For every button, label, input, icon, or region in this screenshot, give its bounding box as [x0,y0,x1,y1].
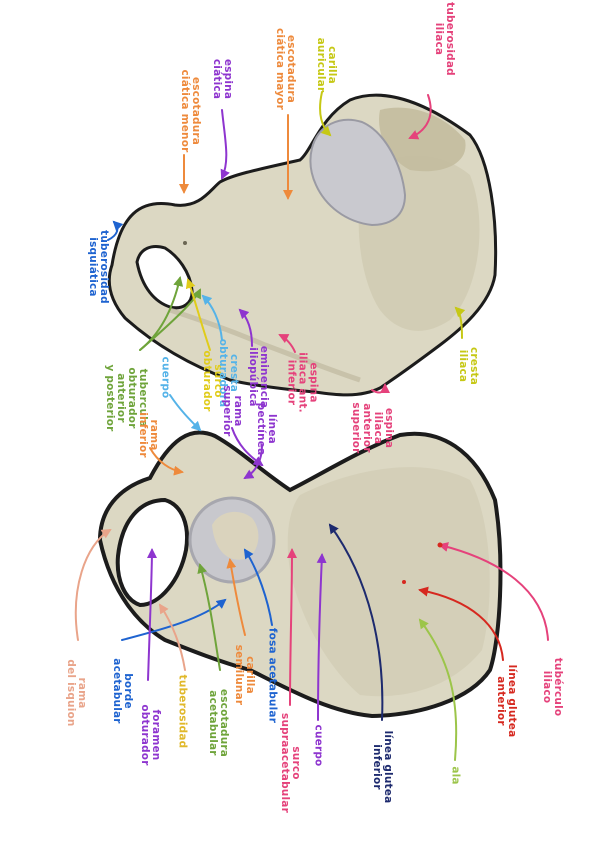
leader-foramen-obturador [146,548,157,681]
label-rama-superior: rama superior [221,385,244,437]
linea-glutea-mark [402,580,406,584]
leader-escotadura-acetabular [197,563,221,671]
label-carilla-semilunar: carilla semilunar [233,644,256,706]
label-tuberculo-iliaco: tubérculo iliaco [541,657,564,717]
iliac-tuberosity-texture [379,107,466,172]
leader-linea-glutea-inferior [328,523,384,721]
leader-rama-inferior [149,447,184,476]
label-linea-pectinea: línea pectínea [255,402,278,456]
label-carilla-auricular: carilla auricular [315,37,338,93]
label-escotadura-ciatica-menor: escotadura ciática menor [179,69,202,153]
label-tuberosidad-isquiatica: tuberosidad isquiática [87,230,110,304]
label-espina-iliaca-ant-sup: espina iliaca anterior superior [350,402,395,454]
acetabular-fossa [212,511,259,560]
leader-tuberculo-iliaco [438,542,549,641]
tuberculo-iliaco-mark [437,542,443,548]
superior-pubic-ramus-top [169,307,361,383]
leader-carilla-auricular [319,91,332,137]
label-rama-isquion: rama del isquion [65,659,88,727]
label-espina-iliaca-ant-inf: espina iliaca ant. inferior [285,352,320,413]
leader-cuerpo-ilion [316,553,327,721]
top-bone-mark [183,241,187,245]
label-cresta-iliaca: cresta iliaca [457,346,480,386]
leader-eminencia-iliopubica [238,308,253,347]
hip-bone-lateral-view [97,430,503,719]
leader-rama-isquion [74,528,112,641]
label-espina-ciatica: espina ciática [211,58,234,100]
label-escotadura-ciatica-mayor: escotadura ciática mayor [274,27,297,111]
label-cuerpo-ilion: cuerpo [312,724,325,767]
leader-carilla-semilunar [226,558,246,636]
leader-cuerpo-pubis [169,394,202,432]
label-borde-acetabular: borde acetabular [111,658,134,724]
label-linea-glutea-anterior: línea glutea anterior [495,664,518,738]
leader-ala [418,618,458,761]
label-ala: ala [449,766,462,785]
hip-bone-medial-view [107,93,498,397]
label-linea-glutea-inferior: línea glutea inferior [371,730,394,804]
tubercle-marks [183,241,443,584]
label-rama-inferior: rama inferior [137,412,160,458]
leader-cresta-iliaca [454,306,466,339]
label-surco-supraacetabular: surco supraacetabular [279,713,302,813]
leader-surco-supraacetabular [286,548,297,706]
leader-borde-acetabular [121,598,227,641]
leader-linea-glutea-anterior [418,586,504,661]
label-tuberosidad: tuberosidad [176,674,189,749]
leader-tuberosidad [158,603,186,671]
leader-fosa-acetabular [243,548,273,626]
label-tuberosidad-iliaca: tuberosidad iliaca [433,2,456,76]
leader-tubercula-obturador-2 [139,288,201,351]
leader-tuberosidad-isquiatica [107,220,124,241]
leader-tuberosidad-iliaca [408,94,432,140]
leader-espina-ciatica [220,109,230,180]
leader-espina-iliaca-ant-inf [278,334,296,353]
leader-cresta-obturadora [201,294,223,341]
leader-espina-iliaca-ant-sup [371,383,390,394]
label-fosa-acetabular: fosa acetabular [266,627,279,724]
leader-surco-obturador [185,278,211,351]
leader-linea-pectinea [243,444,263,480]
leader-lines [74,91,549,761]
label-foramen-obturador: foramen obturador [139,704,162,766]
label-escotadura-acetabular: escotadura acetabular [207,688,230,758]
label-cuerpo-pubis: cuerpo [159,356,172,399]
auricular-surface [309,118,407,227]
